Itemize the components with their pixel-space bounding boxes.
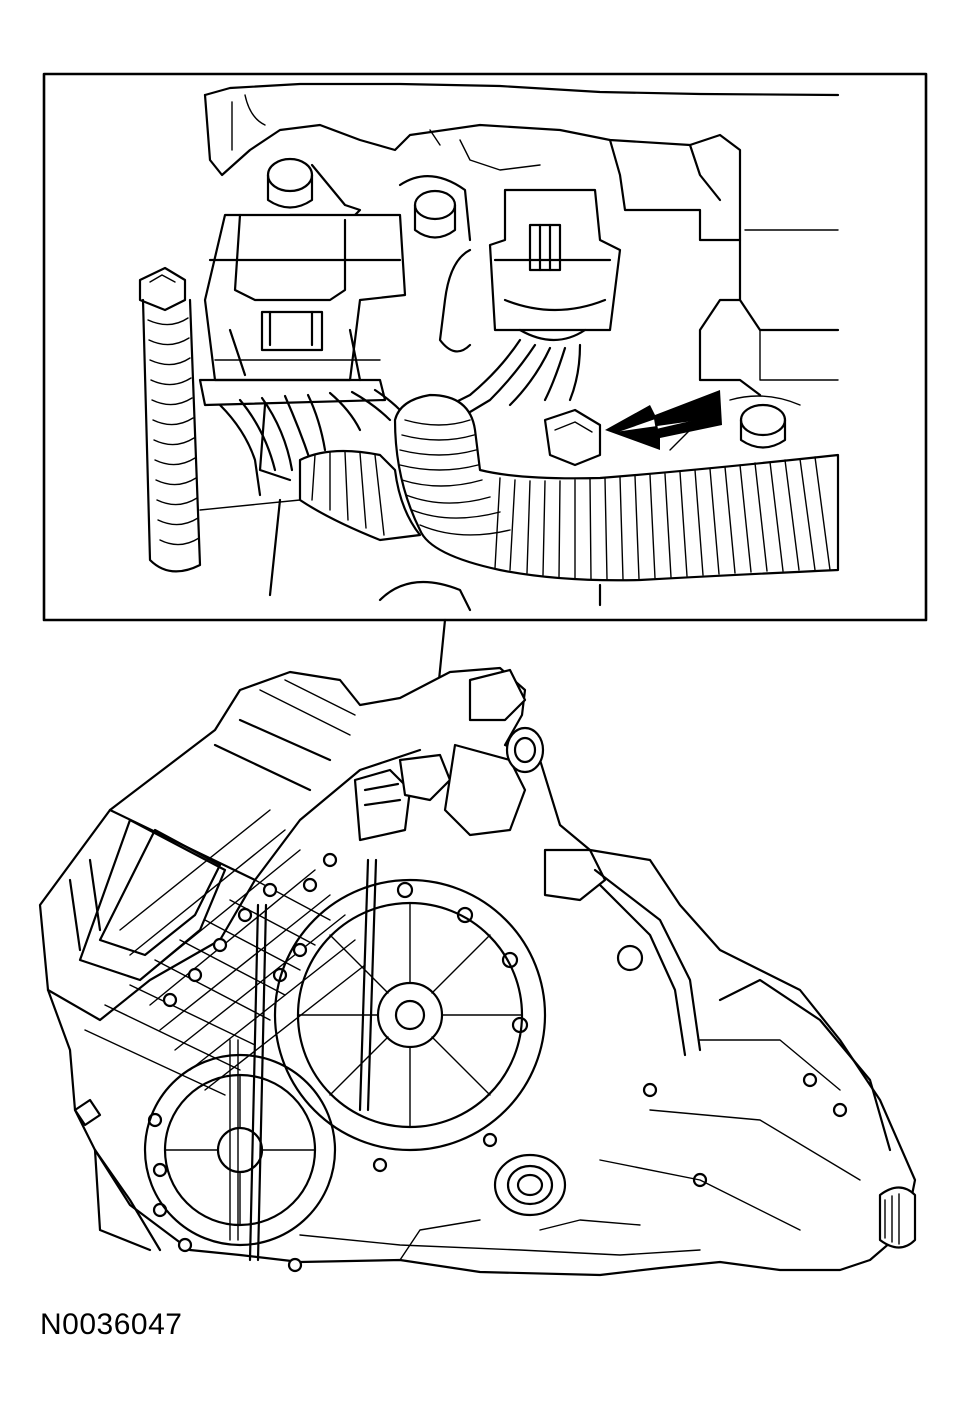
inset-lower-housing (199, 403, 691, 612)
detail-inset-frame (42, 72, 928, 622)
case-bolts (147, 852, 848, 1273)
assembly-connectors (353, 668, 702, 1057)
wiring-harness (298, 393, 840, 582)
bolt-right (729, 395, 801, 449)
transmission-pan (73, 1098, 701, 1261)
bell-housing (143, 1053, 337, 1247)
sensor-nut (543, 408, 602, 467)
figure-id-label: N0036047 (40, 1308, 183, 1341)
dipstick-tubes (229, 858, 378, 1262)
converter-housing (273, 878, 547, 1152)
speed-sensor (138, 266, 202, 573)
rear-flange (599, 978, 917, 1249)
harness-ribs (311, 419, 831, 580)
center-wire-bundle (438, 338, 582, 420)
bolt-center (398, 175, 472, 242)
transmission-assembly (38, 666, 917, 1277)
left-wire-bundle (218, 388, 402, 497)
output-seal (493, 1153, 567, 1217)
arrow-icon (605, 390, 722, 450)
detail-inset (42, 72, 928, 622)
valve-body-casting (203, 82, 840, 397)
connector-left (198, 213, 407, 407)
case-ribs (84, 809, 366, 1096)
connector-right (438, 188, 622, 353)
